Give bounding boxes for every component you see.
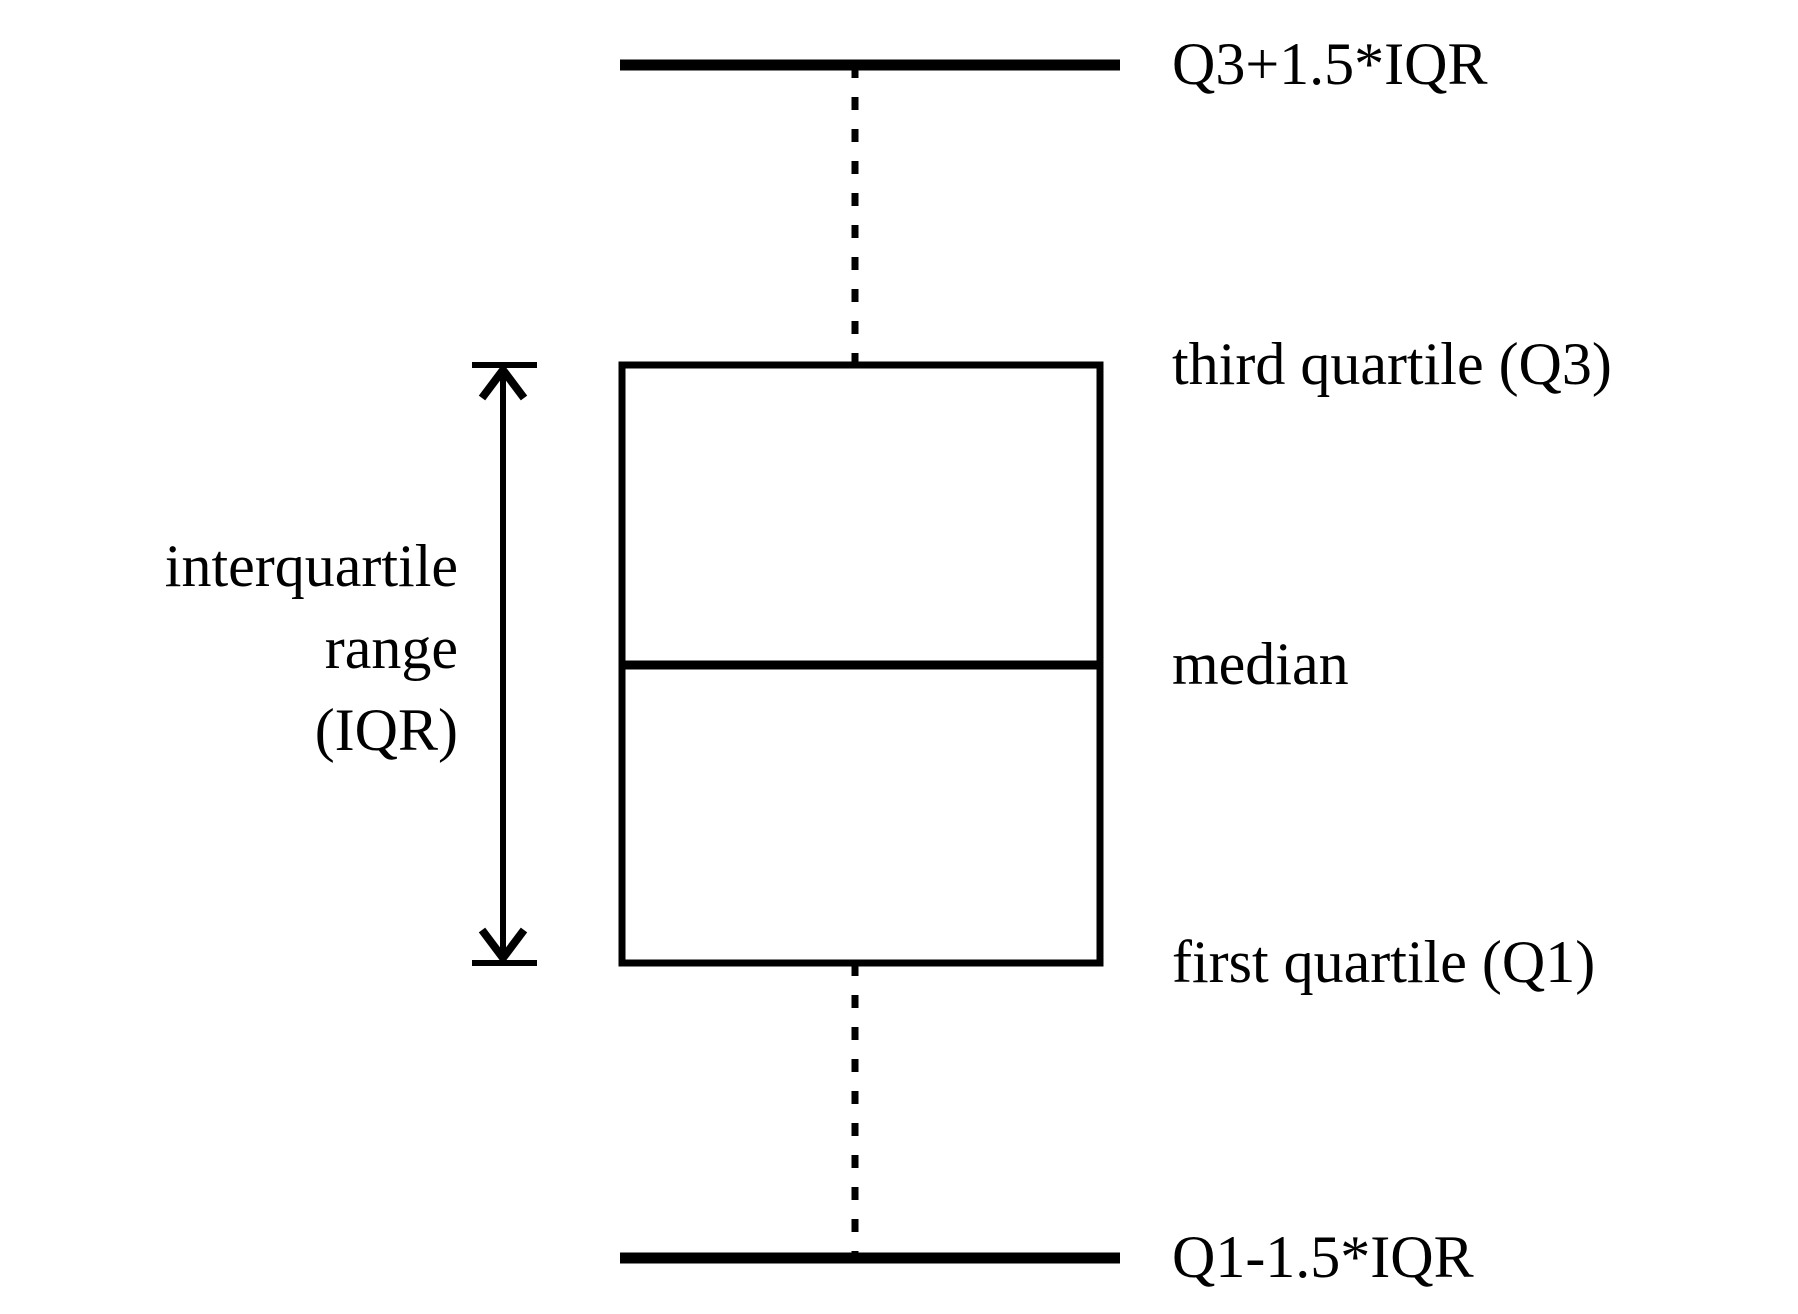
label-interquartile-range: interquartile range (IQR) (20, 525, 458, 771)
iqr-caption-line-3: (IQR) (314, 697, 458, 763)
label-third-quartile: third quartile (Q3) (1172, 331, 1612, 397)
label-first-quartile: first quartile (Q1) (1172, 929, 1596, 995)
iqr-arrow-head-down-icon (478, 927, 528, 965)
label-median: median (1172, 631, 1349, 697)
iqr-caption-line-1: interquartile (164, 533, 458, 599)
iqr-caption-line-2: range (324, 615, 458, 681)
label-upper-fence: Q3+1.5*IQR (1172, 31, 1488, 97)
iqr-arrow-head-up-icon (478, 363, 528, 401)
label-lower-fence: Q1-1.5*IQR (1172, 1224, 1474, 1290)
